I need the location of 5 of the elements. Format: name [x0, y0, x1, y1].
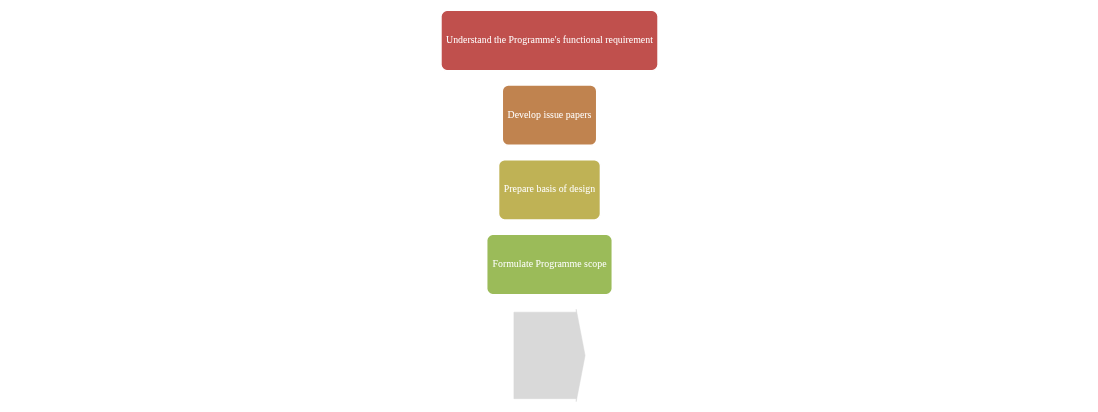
node-arrow — [513, 308, 585, 402]
node-box: Understand the Programme's functional requirement — [439, 9, 659, 72]
node-box: Develop issue papers — [501, 84, 597, 147]
node-box: Prepare basis of design — [497, 158, 601, 221]
node-box: Formulate Programme scope — [485, 233, 613, 296]
